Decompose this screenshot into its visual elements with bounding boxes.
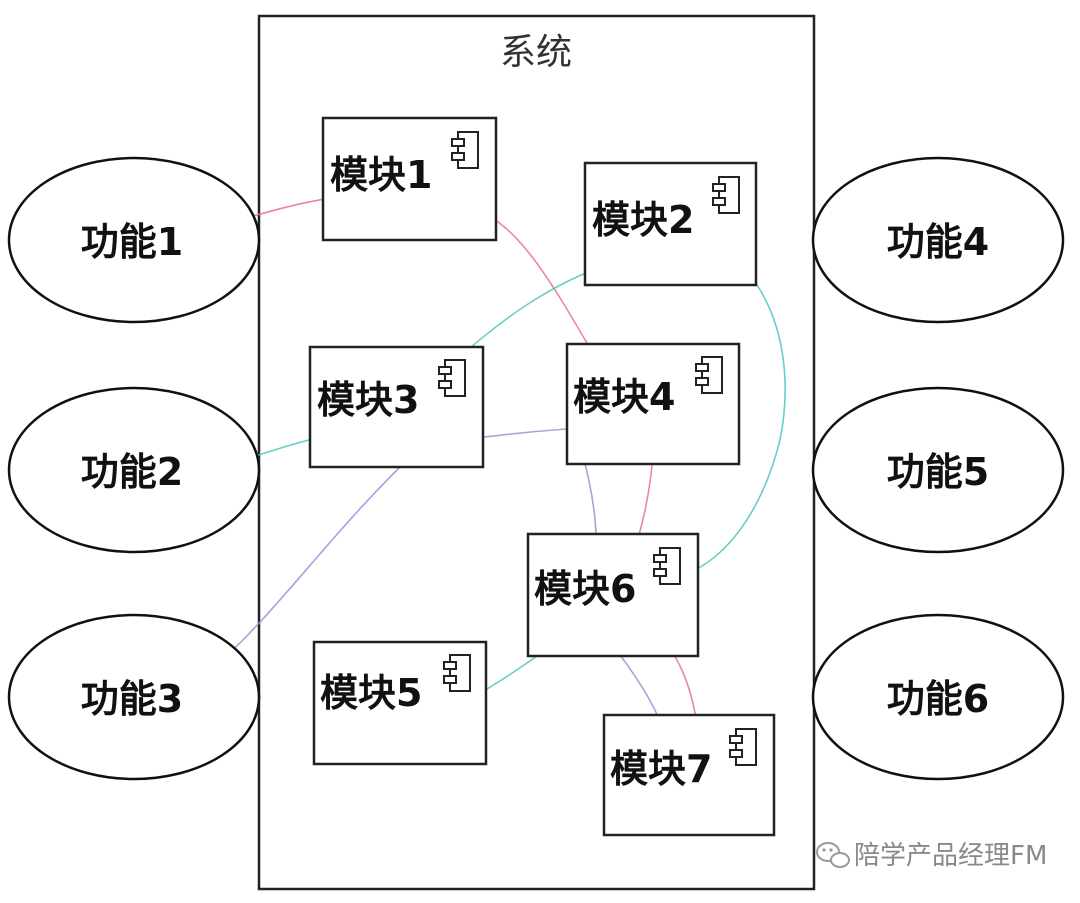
function-ellipse-3: 功能3 xyxy=(7,613,261,781)
component-icon xyxy=(443,654,471,692)
component-icon xyxy=(438,359,466,397)
function-ellipse-2: 功能2 xyxy=(7,386,261,554)
function-ellipse-1: 功能1 xyxy=(7,156,261,324)
module-box-2: 模块2 xyxy=(583,161,758,287)
module-box-3: 模块3 xyxy=(308,345,485,469)
function-label-2: 功能2 xyxy=(81,450,183,494)
module-label-1: 模块1 xyxy=(330,153,432,197)
module-box-4: 模块4 xyxy=(565,342,741,466)
module-box-6: 模块6 xyxy=(526,532,700,658)
function-label-3: 功能3 xyxy=(81,677,183,721)
component-icon xyxy=(712,176,740,214)
component-icon xyxy=(695,356,723,394)
module-box-1: 模块1 xyxy=(321,116,498,242)
system-title: 系统 xyxy=(500,32,572,73)
module-box-5: 模块5 xyxy=(312,640,488,766)
module-label-4: 模块4 xyxy=(573,375,675,419)
module-box-7: 模块7 xyxy=(602,713,776,837)
function-label-1: 功能1 xyxy=(81,220,183,264)
module-label-2: 模块2 xyxy=(592,198,694,242)
wechat-icon xyxy=(816,842,850,868)
function-label-6: 功能6 xyxy=(887,677,989,721)
component-icon xyxy=(729,728,757,766)
component-icon xyxy=(451,131,479,169)
function-label-4: 功能4 xyxy=(887,220,989,264)
module-label-3: 模块3 xyxy=(317,378,419,422)
watermark: 陪学产品经理FM xyxy=(816,841,1047,871)
module-label-5: 模块5 xyxy=(320,671,422,715)
function-ellipse-5: 功能5 xyxy=(811,386,1065,554)
module-label-6: 模块6 xyxy=(534,567,636,611)
function-ellipse-6: 功能6 xyxy=(811,613,1065,781)
module-label-7: 模块7 xyxy=(610,747,712,791)
watermark-text: 陪学产品经理FM xyxy=(854,841,1047,871)
function-label-5: 功能5 xyxy=(887,450,989,494)
component-icon xyxy=(653,547,681,585)
function-ellipse-4: 功能4 xyxy=(811,156,1065,324)
